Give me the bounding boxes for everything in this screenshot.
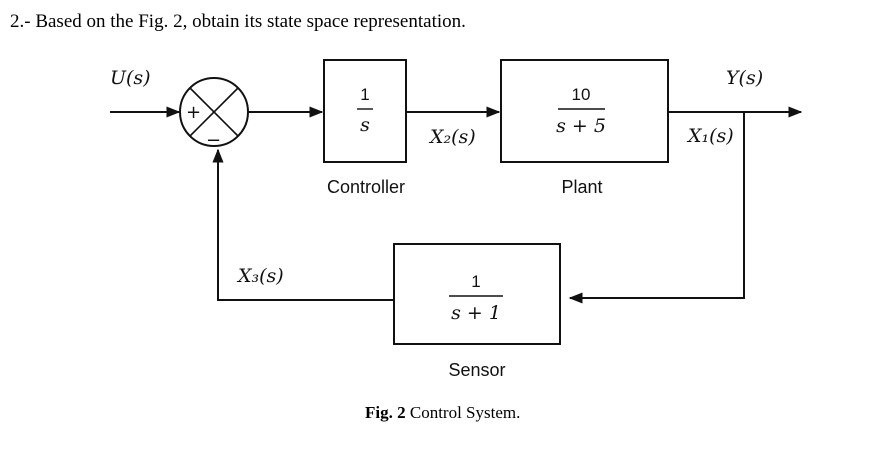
caption-prefix: Fig. 2 — [365, 403, 406, 422]
sensor-block: 1 s + 1 — [393, 243, 561, 345]
problem-statement: 2.- Based on the Fig. 2, obtain its stat… — [10, 11, 466, 32]
x2-signal-label: X₂(s) — [428, 126, 476, 148]
sensor-denominator: s + 1 — [451, 302, 501, 324]
plus-sign: + — [186, 102, 201, 123]
plant-block: 10 s + 5 — [500, 59, 669, 163]
plant-box — [500, 59, 669, 163]
input-signal-label: U(s) — [110, 67, 151, 89]
sensor-box — [393, 243, 561, 345]
feedback-path-to-junction — [212, 148, 394, 301]
x1-signal-label: X₁(s) — [686, 125, 734, 147]
sensor-numerator: 1 — [471, 272, 480, 291]
controller-denominator: s — [360, 114, 370, 136]
plant-label: Plant — [561, 177, 602, 197]
controller-numerator: 1 — [360, 85, 369, 104]
controller-block: 1 s — [323, 59, 407, 163]
plant-numerator: 10 — [572, 85, 591, 104]
feedback-path-to-sensor — [568, 112, 745, 304]
plant-denominator: s + 5 — [556, 115, 606, 137]
figure-caption: Fig. 2 Control System. — [365, 403, 520, 422]
controller-box — [323, 59, 407, 163]
summing-cross-line — [189, 87, 239, 137]
controller-label: Controller — [327, 177, 405, 197]
output-signal-label: Y(s) — [726, 67, 763, 89]
caption-text: Control System. — [406, 403, 521, 422]
minus-sign: − — [206, 130, 221, 151]
x3-signal-label: X₃(s) — [236, 265, 284, 287]
summing-junction: + − — [179, 77, 249, 151]
sensor-label: Sensor — [448, 360, 505, 380]
